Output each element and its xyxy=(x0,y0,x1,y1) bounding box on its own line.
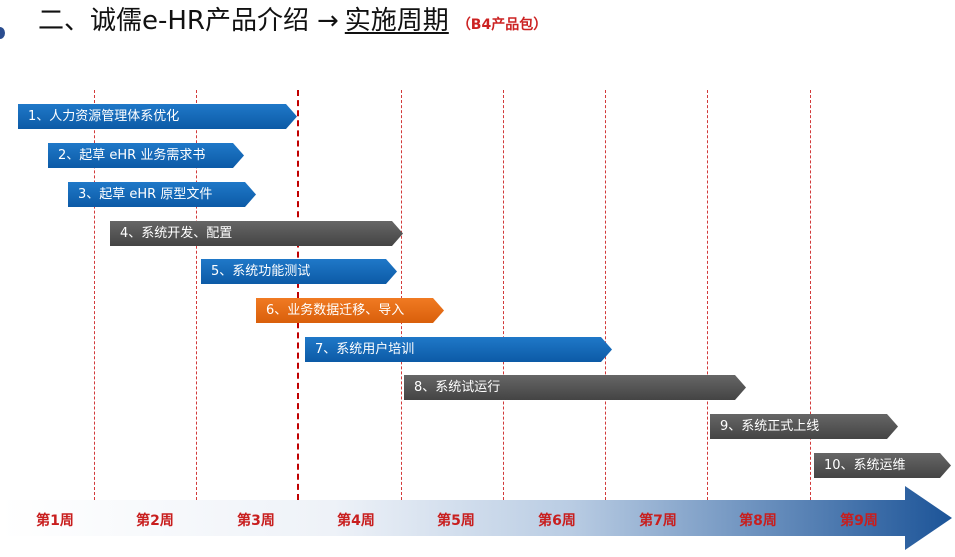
task-bar-8: 8、系统试运行 xyxy=(404,375,746,400)
week-label-2: 第2周 xyxy=(136,513,174,529)
right-arrow-icon: → xyxy=(317,6,339,36)
week-divider xyxy=(196,90,197,500)
task-bar-2: 2、起草 eHR 业务需求书 xyxy=(48,143,244,168)
week-label-1: 第1周 xyxy=(36,513,74,529)
title-phase: 实施周期 xyxy=(344,6,449,36)
task-bar-5: 5、系统功能测试 xyxy=(201,259,397,284)
timeline-arrow xyxy=(0,486,952,550)
task-bar-10: 10、系统运维 xyxy=(814,453,951,478)
week-divider xyxy=(94,90,95,500)
timeline-arrow-shape xyxy=(0,486,952,550)
package-label: （B4产品包） xyxy=(456,17,548,33)
week-label-6: 第6周 xyxy=(538,513,576,529)
week-label-4: 第4周 xyxy=(337,513,375,529)
title-main: 二、诚儒e-HR产品介绍 xyxy=(38,6,309,36)
task-bar-3: 3、起草 eHR 原型文件 xyxy=(68,182,256,207)
task-bar-9: 9、系统正式上线 xyxy=(710,414,898,439)
week-label-9: 第9周 xyxy=(840,513,878,529)
week-label-5: 第5周 xyxy=(437,513,475,529)
week-divider-current xyxy=(297,90,299,500)
week-divider xyxy=(503,90,504,500)
week-divider xyxy=(401,90,402,500)
task-bar-6: 6、业务数据迁移、导入 xyxy=(256,298,444,323)
week-divider xyxy=(605,90,606,500)
task-bar-1: 1、人力资源管理体系优化 xyxy=(18,104,297,129)
week-label-3: 第3周 xyxy=(237,513,275,529)
week-divider xyxy=(707,90,708,500)
task-bar-4: 4、系统开发、配置 xyxy=(110,221,403,246)
week-label-8: 第8周 xyxy=(739,513,777,529)
bullet-dot xyxy=(0,27,5,39)
page-title: 二、诚儒e-HR产品介绍 → 实施周期 （B4产品包） xyxy=(38,0,547,40)
week-divider xyxy=(810,90,811,500)
week-label-7: 第7周 xyxy=(639,513,677,529)
task-bar-7: 7、系统用户培训 xyxy=(305,337,612,362)
